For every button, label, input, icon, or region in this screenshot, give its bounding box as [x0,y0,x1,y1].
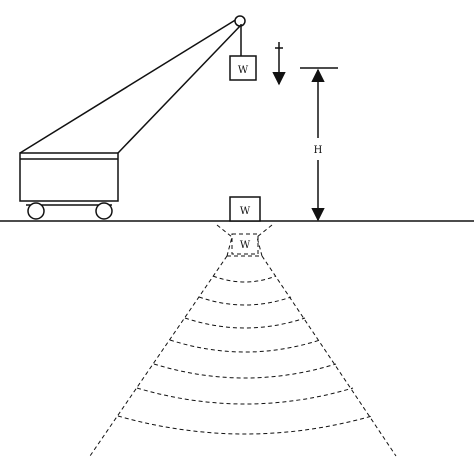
wave-arc-6 [136,387,354,405]
wave-arc-3 [184,317,306,329]
cone-edge-right [261,255,397,457]
stress-wave-cone [89,255,397,457]
surface-weight: W [229,196,261,222]
hanging-weight: W [229,55,257,81]
wave-arc-4 [169,339,321,353]
cone-edge-left [89,255,228,457]
crater-left-flare [216,224,233,257]
embedded-weight-label: W [240,240,251,251]
hanging-weight-label: W [238,65,249,76]
crane-boom-upper [19,18,238,154]
crane [19,15,246,220]
crater-right-flare [256,224,273,257]
crane-cab [19,152,119,202]
crane-pulley [234,15,246,27]
impact-zone [216,224,273,257]
wave-arc-7 [117,415,373,435]
wave-arc-2 [198,296,292,306]
crane-boom-lower [117,23,243,154]
drop-height-dimension [300,67,338,222]
embedded-weight-outline [231,233,259,255]
wave-arc-1 [212,275,277,283]
crane-wheel-left [27,202,45,220]
crane-wheel-right [95,202,113,220]
drop-arrow [272,42,286,86]
height-label: H [314,145,323,156]
surface-weight-label: W [240,206,251,217]
wave-arc-5 [153,363,337,379]
